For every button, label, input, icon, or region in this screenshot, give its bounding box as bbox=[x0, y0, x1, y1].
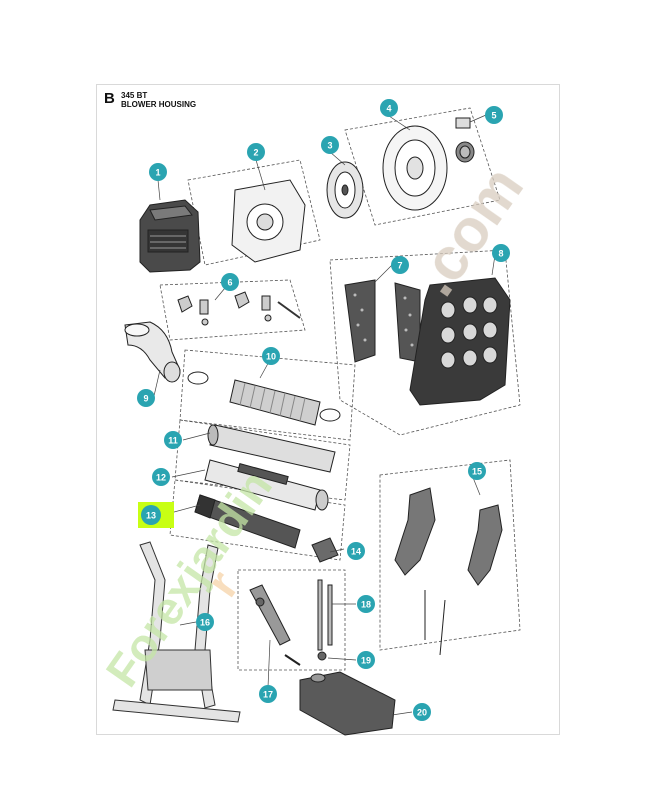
svg-text:16: 16 bbox=[200, 618, 210, 628]
back-frame-part bbox=[409, 277, 511, 406]
section-letter: B bbox=[104, 90, 115, 107]
nozzle-tip-part bbox=[311, 537, 339, 563]
nozzle-tube-part bbox=[204, 459, 329, 511]
callout-10: 10 bbox=[262, 347, 280, 365]
tools-part bbox=[249, 584, 301, 666]
callout-5: 5 bbox=[485, 106, 503, 124]
flex-tube-part bbox=[187, 371, 341, 426]
callout-2: 2 bbox=[247, 143, 265, 161]
callout-11: 11 bbox=[164, 431, 182, 449]
svg-text:4: 4 bbox=[386, 104, 391, 114]
group-box-17 bbox=[237, 569, 346, 671]
svg-text:1: 1 bbox=[155, 168, 160, 178]
fuel-tank-part bbox=[299, 671, 396, 736]
fan-cover-part bbox=[382, 125, 448, 211]
svg-text:10: 10 bbox=[266, 352, 276, 362]
model-number: 345 BT bbox=[121, 91, 148, 100]
callout-1: 1 bbox=[149, 163, 167, 181]
svg-text:9: 9 bbox=[143, 394, 148, 404]
callout-3: 3 bbox=[321, 136, 339, 154]
callout-20: 20 bbox=[413, 703, 431, 721]
callout-19: 19 bbox=[357, 651, 375, 669]
fan-impeller-part bbox=[326, 161, 364, 219]
svg-text:20: 20 bbox=[417, 708, 427, 718]
rods-part bbox=[317, 579, 333, 661]
group-box-11 bbox=[174, 419, 351, 501]
svg-text:18: 18 bbox=[361, 600, 371, 610]
elbow-tube-part bbox=[124, 321, 181, 383]
svg-text:6: 6 bbox=[227, 278, 232, 288]
callout-18: 18 bbox=[357, 595, 375, 613]
svg-text:3: 3 bbox=[327, 141, 332, 151]
handle-assembly-part bbox=[394, 487, 503, 656]
svg-text:11: 11 bbox=[168, 436, 178, 446]
svg-text:13: 13 bbox=[146, 511, 156, 521]
callout-16: 16 bbox=[196, 613, 214, 631]
engine-part bbox=[139, 199, 201, 273]
callout-7: 7 bbox=[391, 256, 409, 274]
svg-text:17: 17 bbox=[263, 690, 273, 700]
svg-text:14: 14 bbox=[351, 547, 361, 557]
extension-tube-part bbox=[207, 424, 336, 473]
callout-8: 8 bbox=[492, 244, 510, 262]
svg-text:15: 15 bbox=[472, 467, 482, 477]
group-box-10 bbox=[179, 349, 356, 441]
callout-6: 6 bbox=[221, 273, 239, 291]
nozzle-part bbox=[194, 494, 301, 549]
svg-text:2: 2 bbox=[253, 148, 258, 158]
grille-part bbox=[455, 117, 475, 163]
group-box-15 bbox=[379, 459, 521, 651]
group-box-6 bbox=[159, 279, 306, 341]
svg-text:12: 12 bbox=[156, 473, 166, 483]
callout-14: 14 bbox=[347, 542, 365, 560]
svg-text:8: 8 bbox=[498, 249, 503, 259]
callout-13-highlighted: 13 bbox=[138, 502, 174, 528]
callout-9: 9 bbox=[137, 389, 155, 407]
callout-4: 4 bbox=[380, 99, 398, 117]
callout-12: 12 bbox=[152, 468, 170, 486]
callout-17: 17 bbox=[259, 685, 277, 703]
fittings-part bbox=[177, 291, 301, 326]
blower-housing-part bbox=[231, 179, 306, 263]
callout-15: 15 bbox=[468, 462, 486, 480]
gasket-part bbox=[344, 279, 421, 363]
svg-text:5: 5 bbox=[491, 111, 496, 121]
section-title: BLOWER HOUSING bbox=[121, 100, 197, 109]
callout-bubbles: 1 2 3 4 5 6 7 8 9 10 11 12 13 14 15 16 1… bbox=[137, 99, 510, 721]
group-box-8 bbox=[329, 249, 521, 436]
svg-text:19: 19 bbox=[361, 656, 371, 666]
svg-text:7: 7 bbox=[397, 261, 402, 271]
